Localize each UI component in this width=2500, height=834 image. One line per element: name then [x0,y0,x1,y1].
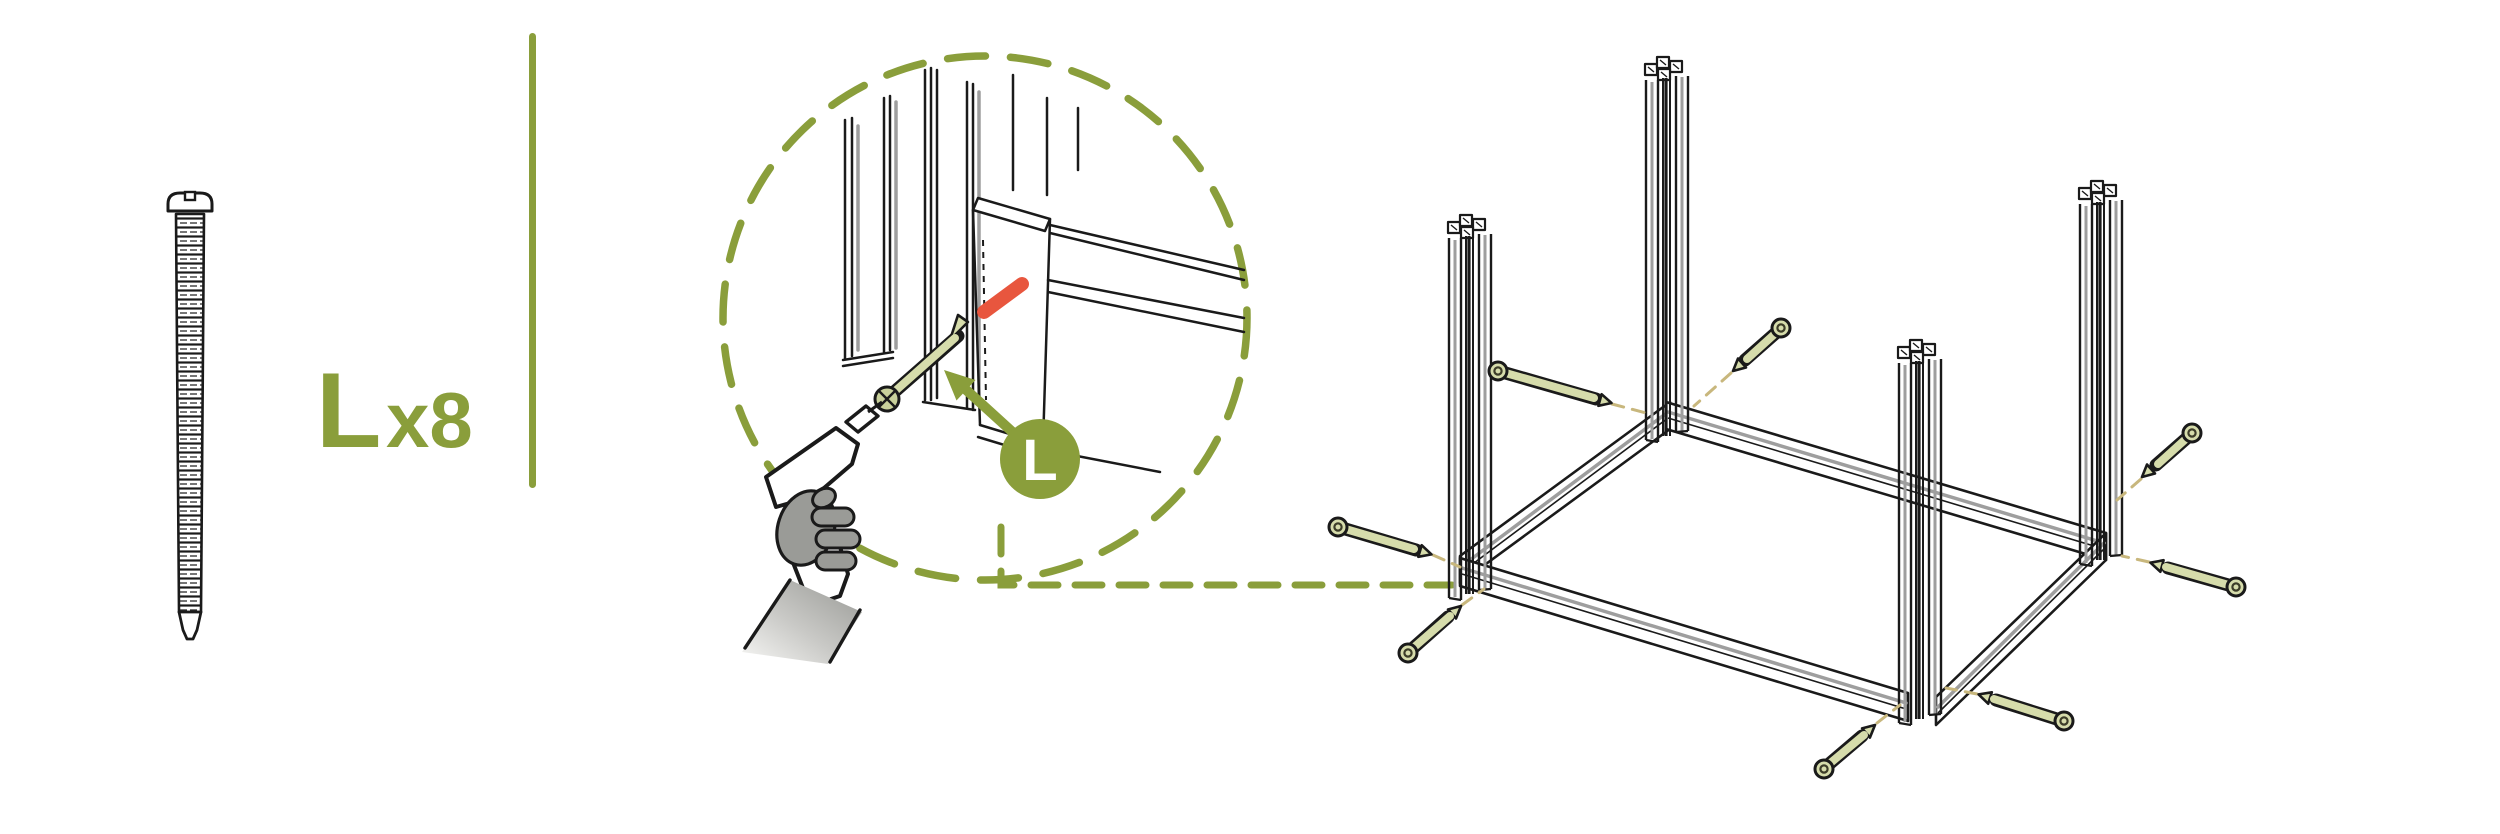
zoom-circle-outline [719,52,1251,584]
part-badge: L [1000,419,1080,499]
screw-head [166,191,214,213]
callout-leader-line [997,523,1456,589]
screw-left-upper [1327,516,1462,569]
part-code-label: L [316,350,381,470]
rail-back-right [1664,400,2108,562]
screw-part-icon [166,190,214,641]
hand-icon [742,486,862,664]
screw-right-lower [2120,554,2247,598]
screw-front-left [1813,703,1902,780]
screw-back-right [1692,317,1792,408]
rail-front-left [1458,556,1910,723]
post-front [1896,338,1943,727]
forearm [742,580,862,664]
part-quantity-value: x8 [386,376,473,464]
rail-front-right [1934,531,2108,727]
screw-right-upper [2115,422,2203,502]
screw-l-detail [873,313,970,413]
detail-callout: L [719,52,1456,664]
part-badge-label: L [1022,428,1057,493]
screw-tip [177,610,203,641]
post-right [2077,179,2124,568]
part-badge-circle [1000,419,1080,499]
parts-column: L x8 [166,190,473,641]
screw-head-slot [183,190,197,202]
frame-diagram [1327,55,2247,780]
drill-body [764,426,860,509]
screw-front-right [1944,686,2075,732]
screw-path-highlight [977,277,1029,319]
screw-back-left [1487,360,1652,416]
post-back [1643,55,1690,444]
screw-left-lower [1397,587,1486,664]
section-divider [529,33,536,488]
frame-corner-lineart [841,66,1246,474]
screw-shank [174,212,206,614]
post-left [1446,213,1493,602]
part-quantity-label: L x8 [316,350,473,470]
